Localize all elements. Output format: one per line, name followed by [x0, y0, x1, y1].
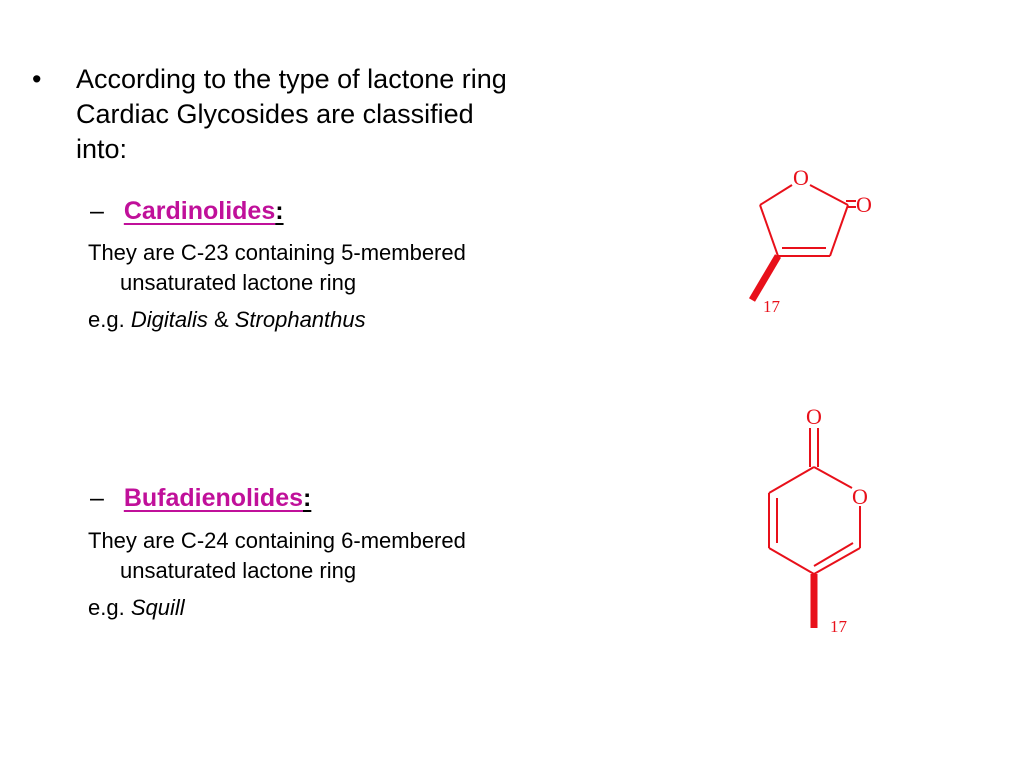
cardinolides-description: They are C-23 containing 5-membered unsa… [88, 238, 648, 335]
intro-line-2: Cardiac Glycosides are classified [76, 99, 474, 129]
cardinolides-term: Cardinolides [123, 197, 276, 225]
desc-line-1: They are C-23 containing 5-membered [88, 240, 466, 265]
carbonyl-oxygen-label: O [856, 192, 872, 217]
pyranone-structure [768, 428, 861, 628]
desc-line-2: unsaturated lactone ring [120, 270, 357, 295]
example-line: e.g. Digitalis & Strophanthus [88, 305, 648, 335]
bullet-icon: • [32, 64, 42, 94]
example-strophanthus: Strophanthus [234, 307, 366, 332]
colon: : [303, 484, 312, 512]
example-squill: Squill [130, 595, 185, 620]
eg-prefix: e.g. [88, 595, 131, 620]
cardinolides-heading: – Cardinolides: [90, 195, 284, 227]
eg-separator: & [207, 307, 235, 332]
ring-oxygen-label: O [793, 165, 809, 190]
butenolide-structure [748, 184, 856, 302]
bufadienolides-term: Bufadienolides [123, 484, 303, 512]
intro-line-3: into: [76, 134, 128, 164]
colon: : [275, 197, 284, 225]
dash-icon: – [90, 484, 104, 512]
eg-prefix: e.g. [88, 307, 131, 332]
bufadienolides-description: They are C-24 containing 6-membered unsa… [88, 526, 648, 623]
desc-line-2: unsaturated lactone ring [120, 558, 357, 583]
carbonyl-oxygen-label: O [806, 404, 822, 429]
intro-line-1: According to the type of lactone ring [76, 64, 507, 94]
desc-line-1: They are C-24 containing 6-membered [88, 528, 466, 553]
dash-icon: – [90, 197, 104, 225]
position-17-label: 17 [763, 297, 781, 316]
bufadienolides-heading: – Bufadienolides: [90, 482, 311, 514]
example-line: e.g. Squill [88, 593, 648, 623]
position-17-label: 17 [830, 617, 848, 636]
example-digitalis: Digitalis [130, 307, 208, 332]
ring-oxygen-label: O [852, 484, 868, 509]
intro-text: According to the type of lactone ring Ca… [76, 62, 646, 167]
